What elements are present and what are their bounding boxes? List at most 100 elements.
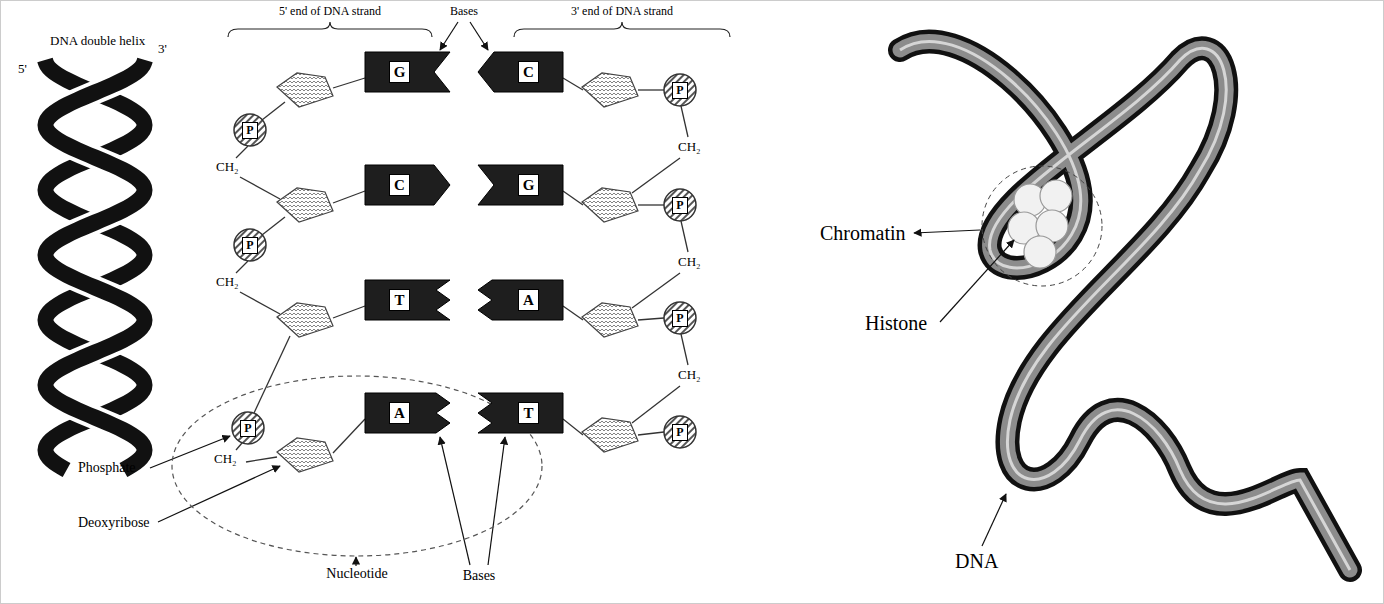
leader-arrow	[488, 437, 505, 565]
helix-strand-gap	[45, 60, 145, 470]
histone-protein	[1040, 180, 1072, 212]
phosphate-node: P	[663, 301, 697, 335]
base-node: T	[478, 393, 563, 433]
base-shape	[365, 52, 450, 92]
phosphate-circle	[664, 189, 696, 221]
backbone-bond	[563, 78, 583, 90]
backbone-bond	[681, 106, 688, 137]
strand-brace	[514, 22, 730, 37]
phosphate-node: P	[663, 188, 697, 222]
strand-brace	[228, 22, 432, 37]
leader-arrow	[440, 437, 470, 565]
leader-arrow	[982, 494, 1006, 546]
histone-protein	[1024, 236, 1056, 268]
backbone-bond	[563, 306, 583, 320]
part-label: Histone	[865, 312, 927, 334]
backbone-bond	[632, 273, 680, 308]
chemical-label: CH₂	[216, 275, 239, 289]
phosphate-circle	[664, 302, 696, 334]
backbone-bond	[246, 457, 277, 462]
base-node: A	[478, 280, 563, 320]
part-label: Bases	[450, 5, 478, 18]
deoxyribose-sugar	[277, 73, 333, 107]
base-letter: A	[518, 289, 539, 311]
part-label: Bases	[463, 568, 496, 583]
backbone-bond	[254, 336, 290, 413]
end-label: 3'	[158, 42, 167, 56]
part-label: Chromatin	[820, 222, 906, 244]
base-letter: T	[389, 289, 409, 311]
leader-arrow	[355, 557, 356, 566]
base-node: T	[365, 280, 450, 320]
phosphate-node: P	[233, 113, 267, 147]
strand-end-label: 5' end of DNA strand	[279, 5, 381, 18]
backbone-bond	[681, 334, 688, 365]
phosphate-letter: P	[672, 310, 687, 327]
dna-ribbon	[900, 41, 1350, 570]
nucleotide-outline	[172, 376, 542, 556]
backbone-bond	[240, 292, 280, 314]
base-shape	[478, 52, 563, 92]
base-shape	[365, 280, 450, 320]
end-label: 5'	[18, 62, 27, 76]
base-shape	[478, 280, 563, 320]
backbone-bond	[333, 78, 365, 88]
base-shape	[478, 393, 563, 433]
nucleotide-label: Nucleotide	[326, 566, 387, 581]
backbone-bond	[638, 89, 664, 90]
base-letter: A	[389, 402, 410, 424]
phosphate-letter: P	[672, 424, 687, 441]
base-node: C	[365, 165, 450, 205]
leader-arrow	[914, 230, 980, 233]
part-label: Deoxyribose	[78, 515, 150, 530]
base-shape	[365, 393, 450, 433]
base-node: C	[478, 52, 563, 92]
figure-title: DNA double helix	[50, 34, 145, 48]
base-letter: G	[389, 61, 411, 83]
phosphate-letter: P	[242, 122, 257, 139]
backbone-bond	[638, 432, 664, 435]
backbone-bond	[236, 146, 248, 158]
backbone-bond	[563, 419, 583, 435]
backbone-bond	[333, 419, 365, 453]
dna-ribbon	[900, 41, 1350, 570]
strand-end-label: 3' end of DNA strand	[571, 5, 673, 18]
backbone-bond	[262, 102, 285, 120]
phosphate-node: P	[663, 73, 697, 107]
part-label: Phosphate	[78, 460, 136, 475]
deoxyribose-sugar	[277, 438, 333, 472]
chromatin-outline	[982, 166, 1102, 286]
base-node: A	[365, 393, 450, 433]
chemical-label: CH₂	[214, 452, 237, 466]
base-letter: T	[518, 402, 538, 424]
leader-arrow	[470, 22, 488, 50]
base-letter: C	[389, 174, 410, 196]
dna-ribbon	[900, 41, 1350, 570]
backbone-bond	[262, 217, 285, 235]
part-label: DNA	[955, 550, 998, 572]
deoxyribose-sugar	[277, 303, 333, 337]
phosphate-circle	[234, 114, 266, 146]
backbone-bond	[240, 177, 280, 199]
phosphate-letter: P	[672, 82, 687, 99]
backbone-bond	[638, 318, 664, 320]
base-shape	[478, 165, 563, 205]
leader-arrow	[158, 466, 280, 522]
backbone-bond	[333, 191, 365, 203]
leader-arrow	[940, 240, 1014, 322]
base-node: G	[365, 52, 450, 92]
base-letter: G	[518, 174, 540, 196]
backbone-bond	[236, 443, 242, 450]
backbone-bond	[563, 191, 583, 205]
phosphate-circle	[664, 74, 696, 106]
phosphate-node: P	[231, 411, 265, 445]
deoxyribose-sugar	[277, 188, 333, 222]
deoxyribose-sugar	[582, 73, 638, 107]
helix-strand	[45, 60, 145, 470]
backbone-bond	[236, 261, 248, 273]
chemical-label: CH₂	[678, 368, 701, 382]
base-shape	[365, 165, 450, 205]
phosphate-node: P	[233, 228, 267, 262]
